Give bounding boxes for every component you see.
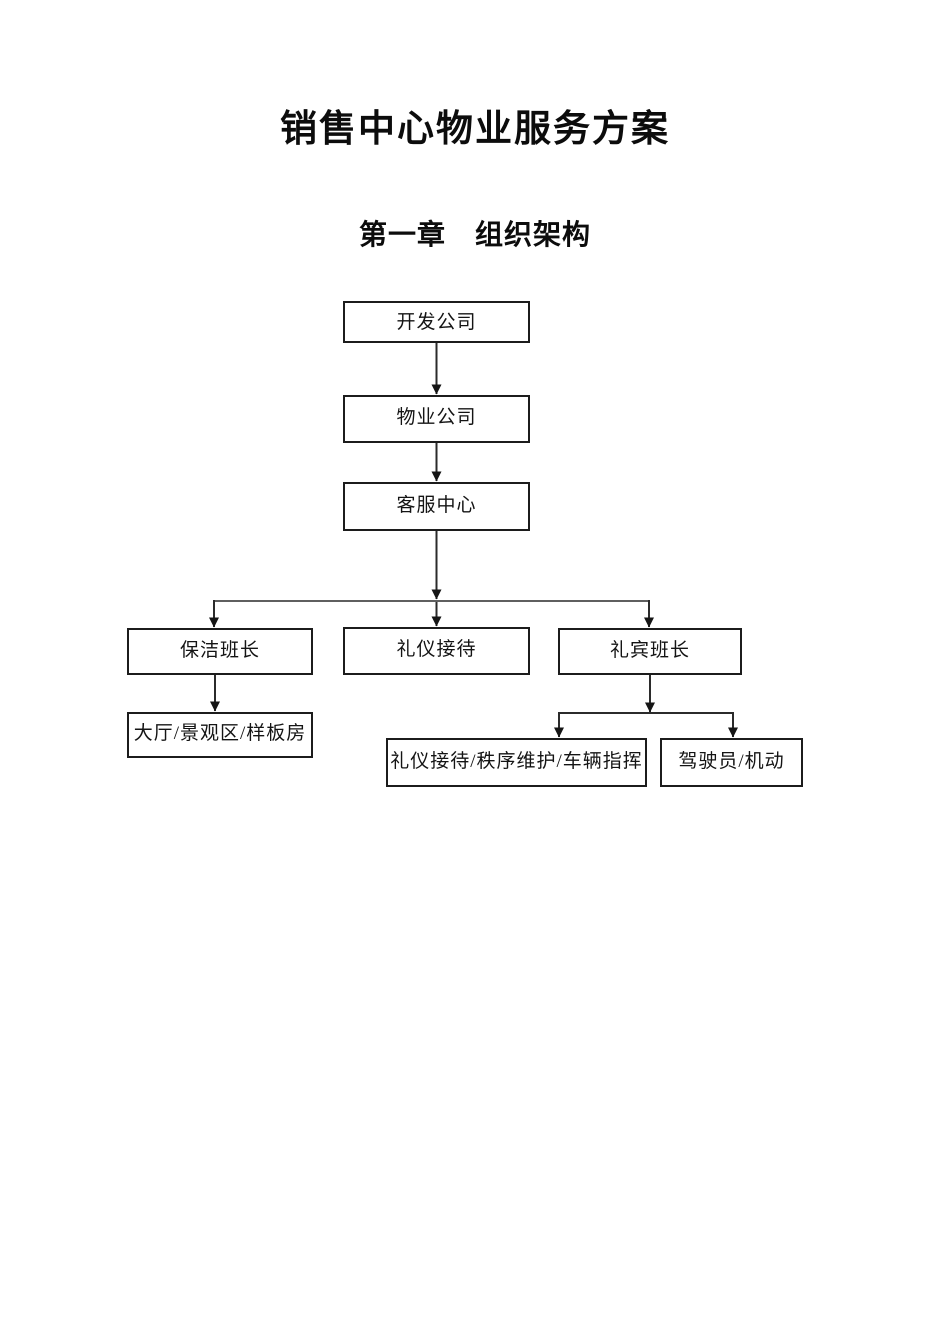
document-title: 销售中心物业服务方案: [280, 108, 670, 149]
org-box-etiquette-reception: 礼仪接待: [343, 627, 530, 675]
org-box-label: 开发公司: [396, 312, 477, 333]
chapter-heading: 第一章 组织架构: [358, 219, 591, 250]
org-box-service-center: 客服中心: [343, 482, 530, 531]
org-box-label: 礼仪接待/秩序维护/车辆指挥: [390, 750, 643, 772]
org-box-label: 礼宾班长: [609, 639, 690, 661]
org-box-label: 礼仪接待: [396, 639, 477, 660]
org-box-label: 物业公司: [396, 407, 477, 428]
org-box-property-company: 物业公司: [343, 395, 530, 443]
org-box-driver-mobile: 驾驶员/机动: [660, 738, 803, 787]
org-box-reception-order-vehicle: 礼仪接待/秩序维护/车辆指挥: [386, 738, 647, 787]
org-box-label: 大厅/景观区/样板房: [133, 723, 307, 744]
org-box-concierge-leader: 礼宾班长: [558, 628, 742, 675]
org-box-dev-company: 开发公司: [343, 301, 530, 343]
org-box-label: 驾驶员/机动: [678, 750, 785, 772]
org-box-label: 客服中心: [396, 494, 477, 516]
org-box-cleaning-leader: 保洁班长: [127, 628, 313, 675]
org-box-hall-landscape-model: 大厅/景观区/样板房: [127, 712, 313, 758]
org-box-label: 保洁班长: [179, 639, 260, 661]
